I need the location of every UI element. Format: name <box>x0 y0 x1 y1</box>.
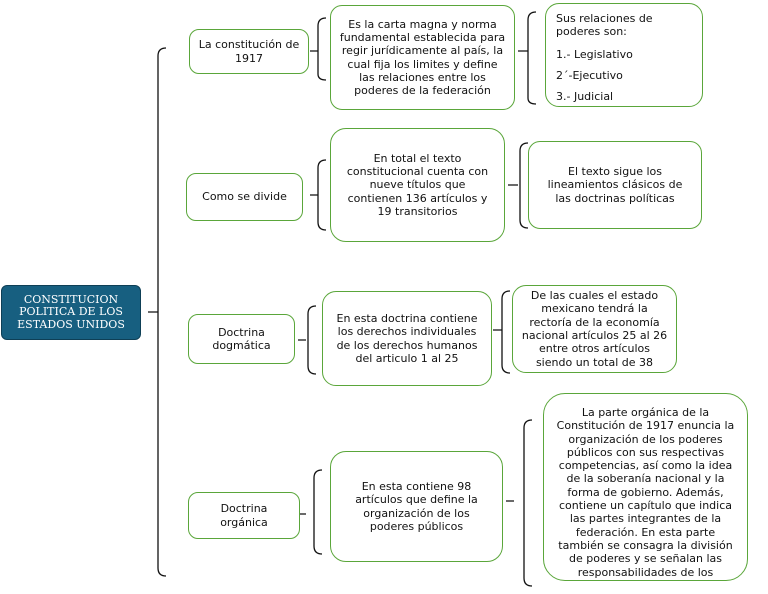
bracket-3a <box>298 305 317 375</box>
bracket-2a <box>310 159 327 231</box>
power-ejecutivo: 2´-Ejecutivo <box>556 68 623 82</box>
bracket-3b <box>493 290 511 374</box>
power-judicial: 3.- Judicial <box>556 90 614 104</box>
node-constitucion-1917[interactable]: La constitución de 1917 <box>189 29 309 74</box>
node-carta-magna[interactable]: Es la carta magna y norma fundamental es… <box>330 5 515 110</box>
node-relaciones-poderes[interactable]: Sus relaciones de poderes son: 1.- Legis… <box>545 3 703 107</box>
node-doctrina-dogmatica[interactable]: Doctrina dogmática <box>188 314 295 364</box>
node-lineamientos[interactable]: El texto sigue los lineamientos clásicos… <box>528 141 702 229</box>
node-rectoria-economia[interactable]: De las cuales el estado mexicano tendrá … <box>512 285 677 373</box>
bracket-4a <box>298 469 323 555</box>
bracket-2b <box>508 142 529 229</box>
powers-title: Sus relaciones de poderes son: <box>556 12 653 39</box>
power-legislativo: 1.- Legislativo <box>556 47 633 61</box>
bracket-1b <box>518 11 537 105</box>
node-como-se-divide[interactable]: Como se divide <box>186 173 303 221</box>
root-node[interactable]: CONSTITUCION POLITICA DE LOS ESTADOS UNI… <box>1 285 141 340</box>
bracket-1a <box>310 17 327 81</box>
node-derechos-individuales[interactable]: En esta doctrina contiene los derechos i… <box>322 291 492 386</box>
node-texto-constitucional[interactable]: En total el texto constitucional cuenta … <box>330 128 505 242</box>
node-parte-organica[interactable]: La parte orgánica de la Constitución de … <box>543 393 748 581</box>
node-doctrina-organica[interactable]: Doctrina orgánica <box>188 492 300 539</box>
root-bracket <box>148 47 167 577</box>
node-98-articulos[interactable]: En esta contiene 98 artículos que define… <box>330 451 503 562</box>
bracket-4b <box>506 419 533 587</box>
